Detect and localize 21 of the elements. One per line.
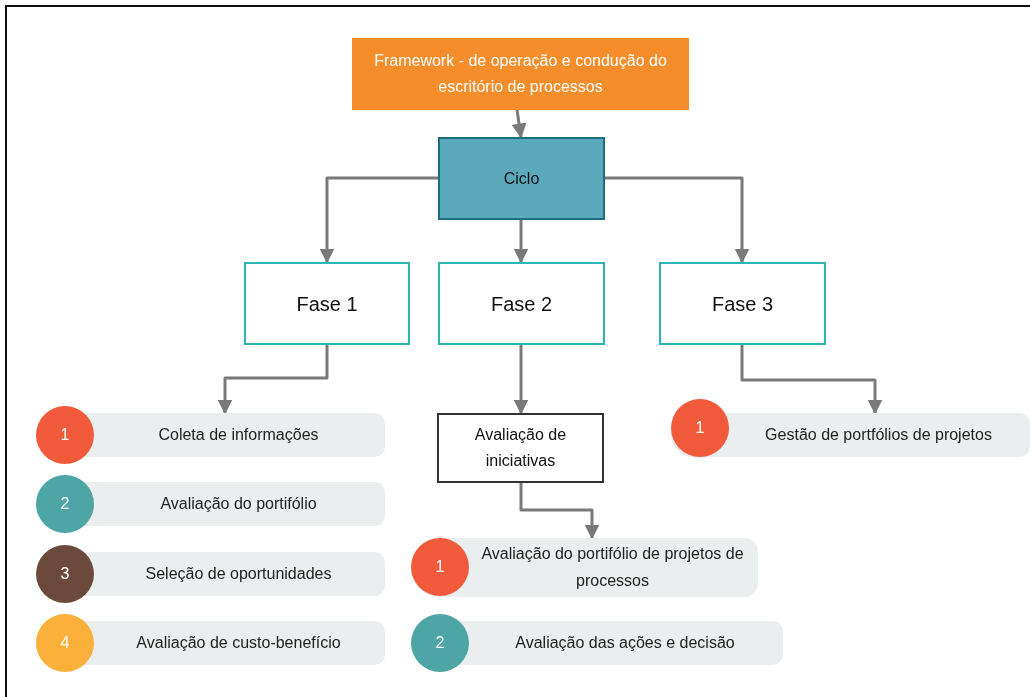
arrow	[513, 220, 529, 264]
number-badge: 2	[411, 614, 469, 672]
number-badge: 4	[36, 614, 94, 672]
header-box: Framework - de operação e condução do escritório de processos	[352, 38, 689, 110]
arrow	[511, 109, 527, 139]
phase-box: Fase 1	[244, 262, 410, 345]
phase-box: Fase 3	[659, 262, 826, 345]
number-badge: 1	[411, 538, 469, 596]
number-badge: 2	[36, 475, 94, 533]
arrow	[319, 176, 438, 264]
arrow	[740, 345, 883, 415]
arrow	[513, 345, 529, 415]
arrow	[605, 176, 750, 264]
phase-box: Fase 2	[438, 262, 605, 345]
process-box: Ciclo	[438, 137, 605, 220]
number-badge: 3	[36, 545, 94, 603]
arrow	[519, 483, 600, 540]
arrow	[217, 345, 329, 415]
number-badge: 1	[36, 406, 94, 464]
number-badge: 1	[671, 399, 729, 457]
process-box: Avaliação de iniciativas	[437, 413, 604, 483]
